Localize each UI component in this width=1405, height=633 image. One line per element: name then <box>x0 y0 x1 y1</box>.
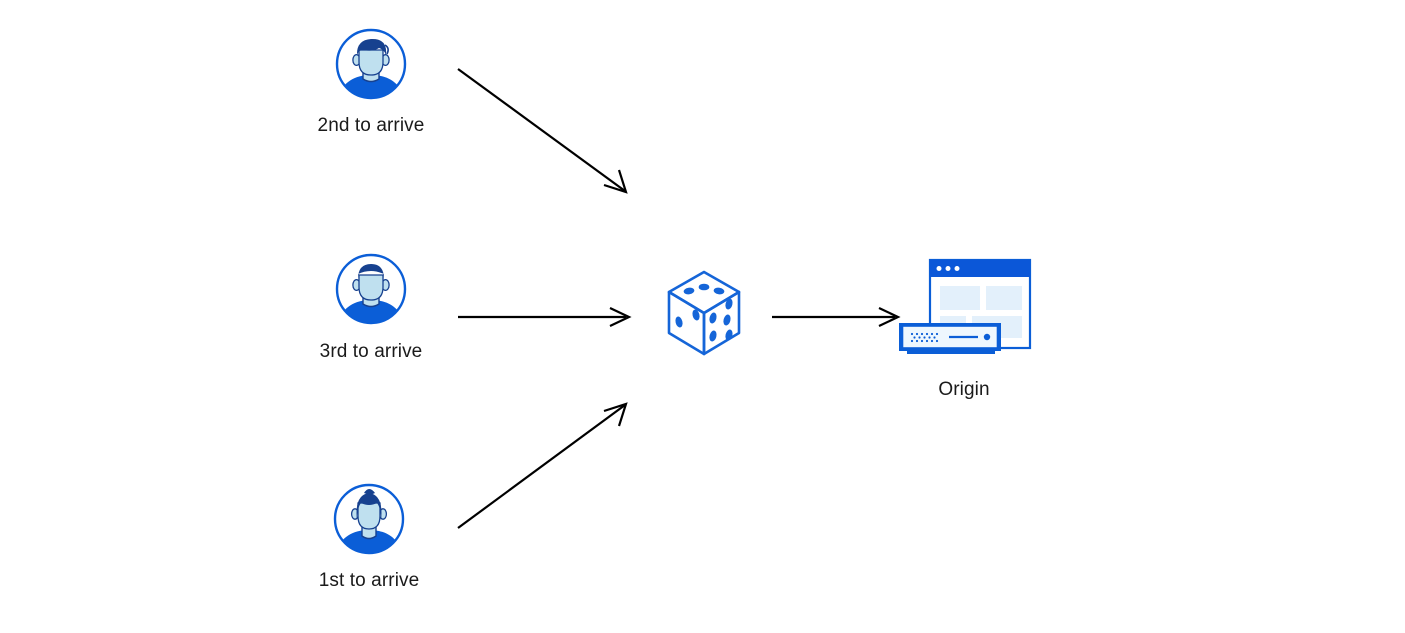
arrow-3rd-to-dice <box>458 307 632 327</box>
vent-dots-icon <box>910 332 939 343</box>
load-balancer-node <box>661 266 747 360</box>
window-dots-icon <box>936 266 960 271</box>
user-avatar-icon <box>335 28 407 100</box>
user-avatar-icon <box>333 483 405 555</box>
client-node-2nd <box>333 26 409 102</box>
origin-node <box>893 255 1035 363</box>
arrow-dice-to-origin <box>772 307 901 327</box>
server-device-icon <box>899 323 1001 354</box>
client-label-1st: 1st to arrive <box>318 570 420 591</box>
client-node-3rd <box>333 251 409 327</box>
arrow-2nd-to-dice <box>457 68 628 194</box>
client-node-1st <box>331 481 407 557</box>
client-label-2nd: 2nd to arrive <box>317 115 425 136</box>
origin-server-icon <box>899 258 1032 354</box>
origin-label: Origin <box>938 379 990 400</box>
arrow-1st-to-dice <box>457 402 628 529</box>
dice-icon <box>667 270 741 356</box>
client-label-3rd: 3rd to arrive <box>319 341 423 362</box>
user-avatar-icon <box>335 253 407 325</box>
